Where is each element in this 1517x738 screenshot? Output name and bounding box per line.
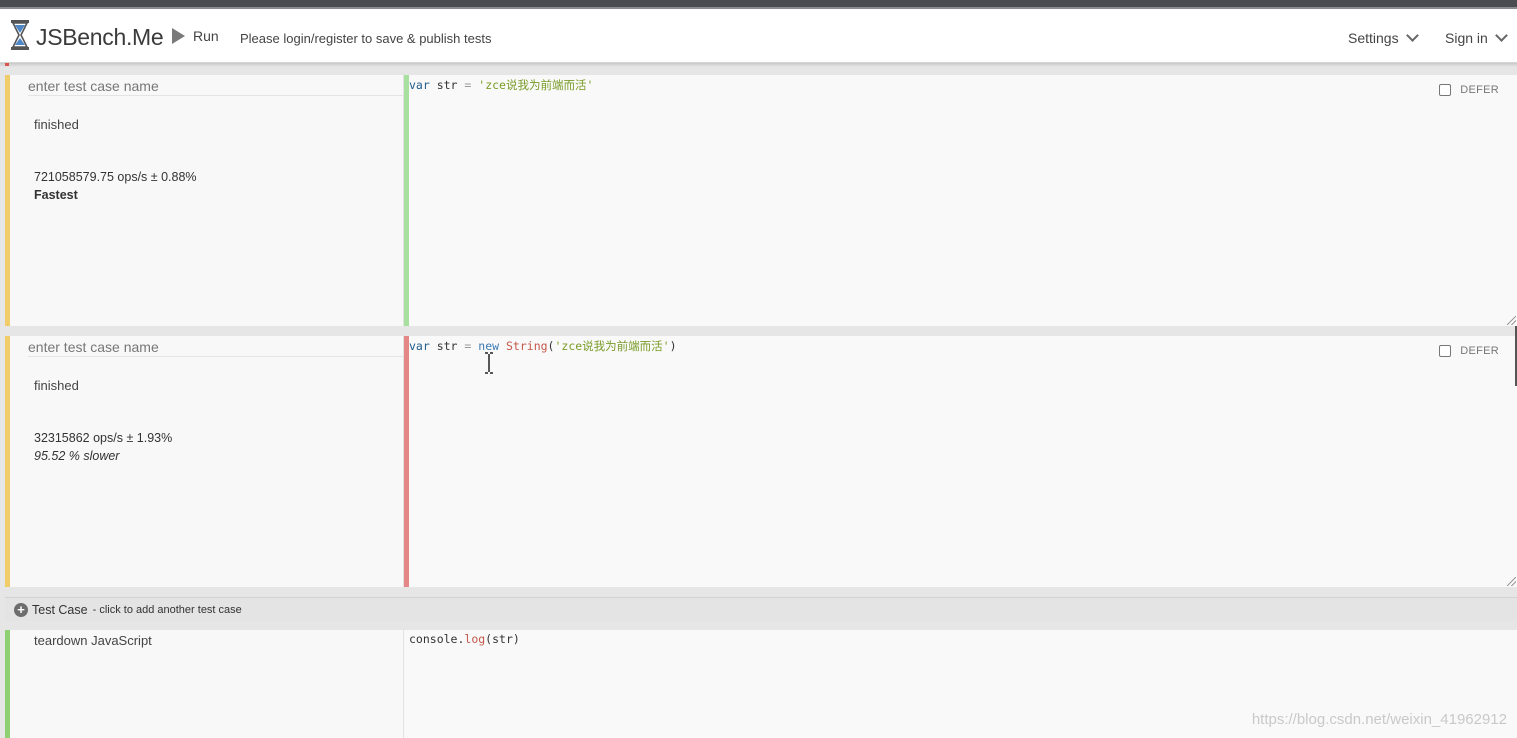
test-case-status-bar bbox=[5, 336, 10, 587]
defer-option[interactable]: DEFER bbox=[1439, 84, 1499, 96]
teardown-info: teardown JavaScript bbox=[10, 630, 404, 738]
resize-handle[interactable] bbox=[1507, 577, 1516, 586]
test-case-info: finished 32315862 ops/s ± 1.93% 95.52 % … bbox=[10, 336, 404, 587]
login-message: Please login/register to save & publish … bbox=[240, 31, 492, 46]
test-case-2: finished 32315862 ops/s ± 1.93% 95.52 % … bbox=[5, 336, 1517, 587]
ops-result: 32315862 ops/s ± 1.93% bbox=[34, 431, 173, 445]
defer-option[interactable]: DEFER bbox=[1439, 345, 1499, 357]
header-shadow bbox=[0, 63, 1517, 67]
chevron-down-icon bbox=[1405, 28, 1419, 42]
code-gutter bbox=[404, 75, 409, 326]
teardown-section: teardown JavaScript console.log(str) bbox=[5, 630, 1517, 738]
setup-marker bbox=[5, 63, 9, 66]
hourglass-icon bbox=[10, 20, 30, 55]
play-icon bbox=[172, 28, 185, 44]
text-cursor-icon bbox=[485, 352, 493, 374]
chevron-down-icon bbox=[1494, 28, 1508, 42]
defer-label: DEFER bbox=[1460, 84, 1499, 96]
defer-checkbox[interactable] bbox=[1439, 84, 1452, 96]
settings-label: Settings bbox=[1348, 30, 1399, 46]
defer-checkbox[interactable] bbox=[1439, 345, 1452, 357]
defer-label: DEFER bbox=[1460, 345, 1499, 357]
teardown-status-bar bbox=[5, 630, 10, 738]
teardown-label: teardown JavaScript bbox=[34, 633, 152, 648]
test-status: finished bbox=[34, 378, 79, 393]
test-case-info: finished 721058579.75 ops/s ± 0.88% Fast… bbox=[10, 75, 404, 326]
run-label: Run bbox=[193, 28, 219, 44]
settings-menu[interactable]: Settings bbox=[1348, 28, 1419, 46]
test-status: finished bbox=[34, 117, 79, 132]
code-editor[interactable]: var str = new String('zce说我为前端而活') DEFER bbox=[409, 336, 1517, 587]
verdict-label: 95.52 % slower bbox=[34, 449, 120, 463]
add-test-case-button[interactable]: + Test Case - click to add another test … bbox=[5, 597, 1517, 621]
test-case-name-input[interactable] bbox=[28, 337, 404, 357]
ops-result: 721058579.75 ops/s ± 0.88% bbox=[34, 170, 197, 184]
code-line[interactable]: var str = 'zce说我为前端而活' bbox=[409, 78, 594, 92]
test-case-1: finished 721058579.75 ops/s ± 0.88% Fast… bbox=[5, 75, 1517, 326]
signin-label: Sign in bbox=[1445, 30, 1488, 46]
add-test-case-title: Test Case bbox=[32, 602, 88, 617]
add-test-case-hint: - click to add another test case bbox=[92, 603, 242, 616]
plus-circle-icon: + bbox=[14, 602, 28, 617]
teardown-code-editor[interactable]: console.log(str) bbox=[409, 630, 1517, 738]
brand-name: JSBench.Me bbox=[36, 24, 164, 50]
logo[interactable]: JSBench.Me bbox=[10, 20, 164, 55]
browser-top-strip bbox=[0, 0, 1517, 9]
code-gutter bbox=[404, 336, 409, 587]
watermark: https://blog.csdn.net/weixin_41962912 bbox=[1251, 711, 1507, 728]
verdict-label: Fastest bbox=[34, 188, 78, 202]
code-line[interactable]: var str = new String('zce说我为前端而活') bbox=[409, 339, 677, 353]
run-button[interactable]: Run bbox=[172, 28, 219, 44]
resize-handle[interactable] bbox=[1507, 316, 1516, 325]
navbar: JSBench.Me Run Please login/register to … bbox=[0, 9, 1517, 63]
scrollbar-thumb[interactable] bbox=[1515, 326, 1517, 386]
test-case-name-input[interactable] bbox=[28, 76, 404, 96]
code-editor[interactable]: var str = 'zce说我为前端而活' DEFER bbox=[409, 75, 1517, 326]
signin-menu[interactable]: Sign in bbox=[1445, 28, 1508, 46]
test-case-status-bar bbox=[5, 75, 10, 326]
code-line[interactable]: console.log(str) bbox=[409, 632, 520, 646]
